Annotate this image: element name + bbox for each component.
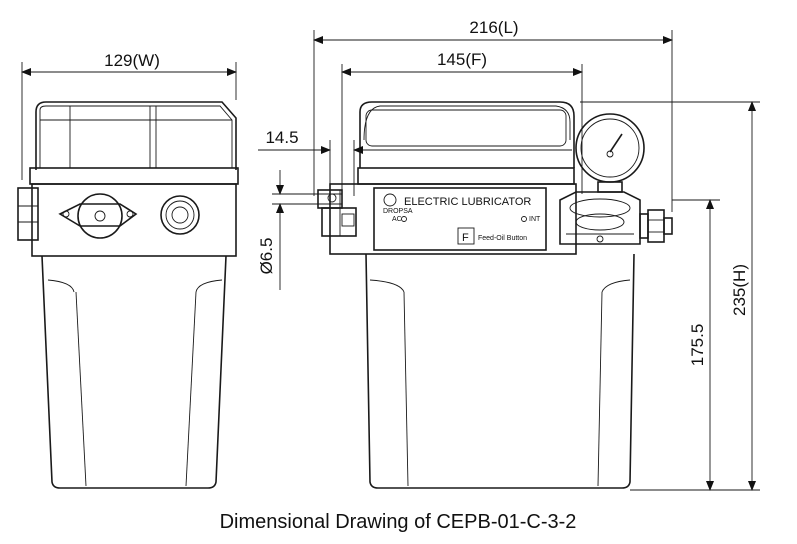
dimension-front: 145(F): [341, 50, 583, 196]
outlet-fitting: [317, 189, 357, 237]
pressure-gauge: [575, 113, 645, 193]
dim-outlet-height-label: 175.5: [688, 324, 707, 367]
front-view: DROPSA ELECTRIC LUBRICATOR AC INT F Feed…: [317, 101, 673, 489]
dim-front-label: 145(F): [437, 50, 487, 69]
int-indicator-icon: [521, 216, 527, 222]
drawing-caption: Dimensional Drawing of CEPB-01-C-3-2: [220, 511, 577, 533]
cable-gland: [160, 195, 200, 235]
pump-block: [559, 191, 641, 245]
dimension-diameter: Ø6.5: [257, 170, 342, 290]
dimension-width: 129(W): [21, 51, 237, 180]
feed-text: Feed-Oil Button: [478, 235, 527, 242]
dimension-offset: 14.5: [258, 128, 384, 196]
plate-ac: AC: [392, 216, 402, 223]
brand-logo-icon: [383, 193, 397, 207]
feed-key: F: [462, 232, 469, 244]
name-plate: DROPSA ELECTRIC LUBRICATOR AC INT F Feed…: [373, 187, 547, 251]
dimension-height: 235(H): [580, 101, 760, 491]
dim-diameter-label: Ø6.5: [257, 238, 276, 275]
dim-length-label: 216(L): [469, 18, 518, 37]
motor-flange: [58, 193, 138, 239]
dimension-outlet-height: 175.5: [672, 199, 720, 491]
plate-int: INT: [529, 216, 541, 223]
dimension-length: 216(L): [313, 18, 673, 212]
dim-offset-label: 14.5: [265, 128, 298, 147]
feed-button: [457, 227, 475, 245]
ac-indicator-icon: [401, 216, 407, 222]
dim-width-label: 129(W): [104, 51, 160, 70]
dim-height-label: 235(H): [730, 264, 749, 316]
plate-title: ELECTRIC LUBRICATOR: [404, 196, 531, 208]
side-view: [17, 101, 239, 489]
svg-text:DROPSA: DROPSA: [383, 208, 413, 215]
right-connector: [639, 209, 673, 243]
